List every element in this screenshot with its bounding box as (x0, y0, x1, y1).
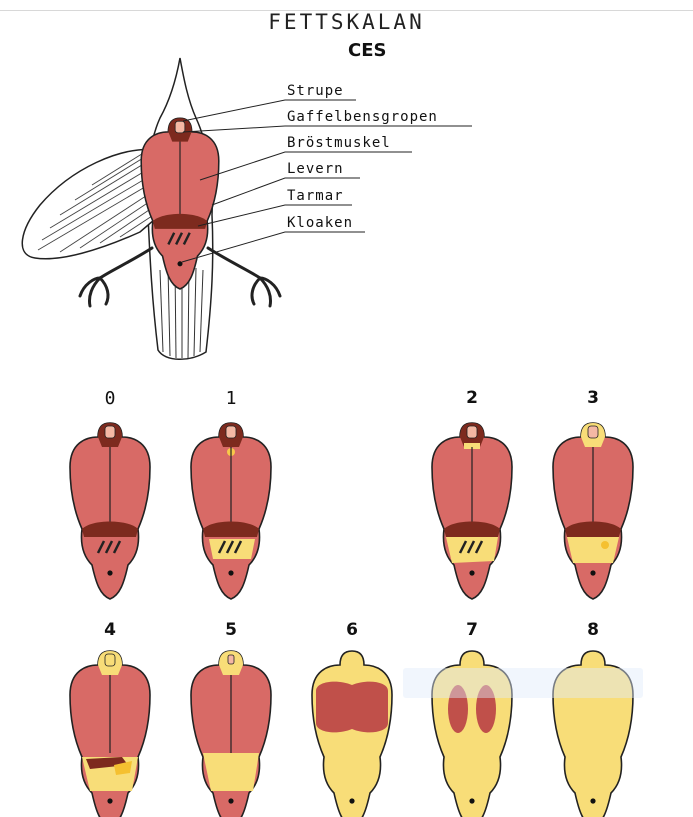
scale-number-8: 8 (578, 620, 608, 640)
bird-illustration (22, 58, 472, 359)
label-gaffelbensgropen: Gaffelbensgropen (287, 109, 438, 125)
label-levern: Levern (287, 161, 344, 177)
scale-number-7: 7 (457, 620, 487, 640)
left-wing (22, 149, 160, 258)
scale-number-4: 4 (95, 620, 125, 640)
label-tarmar: Tarmar (287, 188, 344, 204)
scale-figure-3 (553, 423, 633, 599)
label-brostmuskel: Bröstmuskel (287, 135, 391, 151)
scale-figure-5 (191, 651, 271, 817)
scale-figure-2 (432, 423, 512, 599)
faded-overlay-bar (403, 668, 643, 698)
scale-number-3: 3 (578, 388, 608, 408)
scale-figure-4 (70, 651, 150, 817)
scale-number-5: 5 (216, 620, 246, 640)
scale-number-0: 0 (95, 388, 125, 409)
scale-number-1: 1 (216, 388, 246, 409)
scale-figure-6 (312, 651, 392, 817)
scale-figure-1 (191, 423, 271, 599)
label-strupe: Strupe (287, 83, 344, 99)
scale-number-2: 2 (457, 388, 487, 408)
scale-number-6: 6 (337, 620, 367, 640)
scale-figure-0 (70, 423, 150, 599)
label-kloaken: Kloaken (287, 215, 353, 231)
